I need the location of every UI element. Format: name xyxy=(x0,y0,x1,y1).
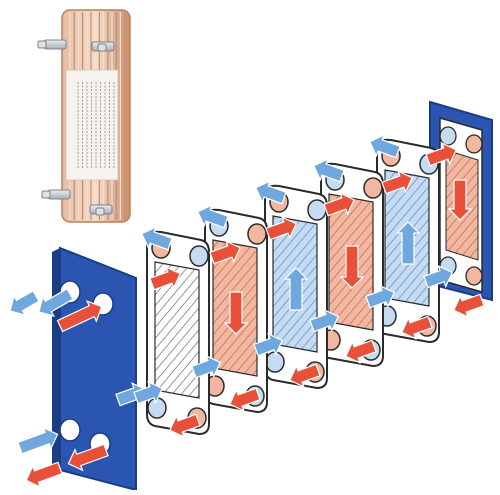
label-lines xyxy=(77,82,115,168)
internal-flow-arrow-down xyxy=(339,245,365,289)
hot-inlet-arrow xyxy=(265,216,297,241)
flow-arrows xyxy=(9,134,485,489)
plate-stack xyxy=(146,138,440,436)
hot-outlet-arrow xyxy=(401,315,433,340)
connection-port-top-right xyxy=(91,41,115,52)
hot-outlet-arrow xyxy=(229,387,261,412)
cold-inlet-arrow xyxy=(423,264,454,289)
hot-outlet-arrow xyxy=(25,461,63,489)
hot-inlet-arrow xyxy=(149,266,181,291)
cold-outlet-arrow xyxy=(9,289,40,316)
port-hole xyxy=(363,177,383,199)
port-hole xyxy=(465,266,483,286)
hot-outlet-arrow xyxy=(289,363,321,388)
cold-inlet-arrow xyxy=(17,426,59,455)
connection-port-bottom-left xyxy=(41,189,71,200)
product-photo xyxy=(37,9,131,223)
internal-flow-arrow-up xyxy=(283,267,309,311)
hot-inlet-arrow xyxy=(323,192,355,217)
hot-inlet-arrow xyxy=(425,142,457,167)
hot-outlet-arrow xyxy=(67,443,109,472)
cold-outlet-arrow xyxy=(255,180,287,205)
plate-2 xyxy=(204,208,268,414)
frame-port-hole xyxy=(59,418,81,442)
front-pressure-plate xyxy=(52,246,137,492)
hot-outlet-arrow xyxy=(169,413,201,438)
cold-inlet-arrow xyxy=(191,354,222,379)
cold-inlet-arrow xyxy=(365,284,396,309)
internal-flow-arrow-up xyxy=(395,221,421,265)
cold-inlet-arrow xyxy=(133,380,164,405)
port-hole xyxy=(247,223,267,245)
hot-inlet-arrow xyxy=(381,170,413,195)
plate-chevron-field xyxy=(154,261,200,399)
plate-4 xyxy=(320,162,384,368)
cold-outlet-arrow xyxy=(141,226,173,251)
port-hole xyxy=(307,199,327,221)
cold-outlet-arrow xyxy=(38,287,74,317)
product-label xyxy=(65,69,119,181)
internal-flow-arrow-down xyxy=(223,291,249,335)
connection-port-top-left xyxy=(37,39,67,50)
plate-1 xyxy=(146,230,210,436)
hot-inlet-arrow xyxy=(56,300,103,333)
hot-inlet-arrow xyxy=(209,240,241,265)
cold-outlet-arrow xyxy=(369,134,401,159)
rear-flow-arrow-down xyxy=(447,179,473,221)
port-hole xyxy=(265,351,285,373)
port-hole xyxy=(439,126,457,146)
connection-port-bottom-right xyxy=(89,204,113,216)
cold-inlet-arrow xyxy=(309,308,340,333)
port-hole xyxy=(189,245,209,267)
cold-inlet-arrow xyxy=(253,332,284,357)
port-hole xyxy=(465,134,483,154)
plate-3 xyxy=(264,184,328,390)
cold-outlet-arrow xyxy=(313,158,345,183)
hot-outlet-arrow xyxy=(345,339,377,364)
plate-5 xyxy=(376,138,440,344)
hot-outlet-arrow xyxy=(453,293,485,318)
cold-outlet-arrow xyxy=(197,204,229,229)
